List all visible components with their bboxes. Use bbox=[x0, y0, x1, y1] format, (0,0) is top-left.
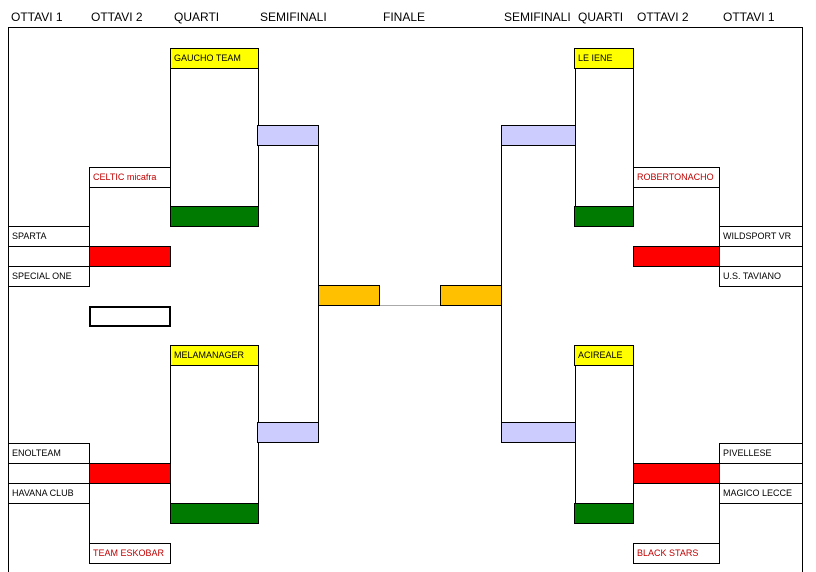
right-quarti-connector-4 bbox=[633, 365, 634, 504]
right-semifinal-slot-2[interactable] bbox=[501, 422, 576, 443]
right-ottavi1-spacer-1[interactable] bbox=[719, 246, 803, 267]
left-quarti-connector-2 bbox=[170, 365, 171, 504]
right-ottavi1-team-3[interactable]: PIVELLESE bbox=[719, 443, 803, 464]
right-semifinal-slot-1[interactable] bbox=[501, 125, 576, 146]
right-ottavi1-team-2[interactable]: U.S. TAVIANO bbox=[719, 266, 803, 287]
final-slot-right[interactable] bbox=[440, 285, 502, 306]
right-ottavi2-team-1[interactable]: ROBERTONACHO bbox=[633, 167, 720, 188]
left-semifinal-slot-1[interactable] bbox=[257, 125, 319, 146]
right-ottavi2-connector-1 bbox=[719, 187, 720, 247]
header-left-ottavi1: OTTAVI 1 bbox=[11, 10, 63, 24]
right-quarti-team-1[interactable]: LE IENE bbox=[574, 48, 634, 69]
left-semifinal-connector bbox=[318, 145, 319, 423]
bracket-frame bbox=[8, 27, 803, 572]
left-ottavi1-team-3[interactable]: ENOLTEAM bbox=[8, 443, 90, 464]
right-ottavi2-winner-2[interactable] bbox=[633, 463, 720, 484]
left-quarti-winner-2[interactable] bbox=[170, 503, 259, 524]
header-right-semifinali: SEMIFINALI bbox=[504, 10, 571, 24]
right-ottavi2-winner-1[interactable] bbox=[633, 246, 720, 267]
right-quarti-team-2[interactable]: ACIREALE bbox=[574, 345, 634, 366]
final-slot-left[interactable] bbox=[318, 285, 380, 306]
right-quarti-winner-2[interactable] bbox=[574, 503, 634, 524]
final-connector-line bbox=[380, 305, 440, 306]
header-right-ottavi2: OTTAVI 2 bbox=[637, 10, 689, 24]
left-ottavi1-spacer-1[interactable] bbox=[8, 246, 90, 267]
left-ottavi1-team-2[interactable]: SPECIAL ONE bbox=[8, 266, 90, 287]
left-ottavi1-team-1[interactable]: SPARTA bbox=[8, 226, 90, 247]
left-quarti-team-1[interactable]: GAUCHO TEAM bbox=[170, 48, 259, 69]
right-quarti-connector-2 bbox=[575, 365, 576, 504]
left-quarti-winner-1[interactable] bbox=[170, 206, 259, 227]
right-quarti-winner-1[interactable] bbox=[574, 206, 634, 227]
left-ottavi2-team-2[interactable]: TEAM ESKOBAR bbox=[89, 543, 171, 564]
left-ottavi2-connector-1 bbox=[89, 187, 90, 247]
header-finale: FINALE bbox=[383, 10, 426, 24]
right-semifinal-connector bbox=[501, 145, 502, 423]
header-left-ottavi2: OTTAVI 2 bbox=[91, 10, 143, 24]
left-ottavi2-winner-2[interactable] bbox=[89, 463, 171, 484]
right-ottavi1-spacer-2[interactable] bbox=[719, 463, 803, 484]
left-ottavi2-connector-2 bbox=[89, 483, 90, 544]
right-ottavi1-team-4[interactable]: MAGICO LECCE bbox=[719, 483, 803, 504]
right-quarti-connector-3 bbox=[633, 68, 634, 207]
header-left-semifinali: SEMIFINALI bbox=[260, 10, 327, 24]
left-ottavi2-team-1[interactable]: CELTIC micafra bbox=[89, 167, 171, 188]
left-ottavi1-spacer-2[interactable] bbox=[8, 463, 90, 484]
header-right-ottavi1: OTTAVI 1 bbox=[723, 10, 775, 24]
left-ottavi1-team-4[interactable]: HAVANA CLUB bbox=[8, 483, 90, 504]
left-quarti-connector-1 bbox=[170, 68, 171, 207]
header-left-quarti: QUARTI bbox=[174, 10, 220, 24]
header-right-quarti: QUARTI bbox=[578, 10, 624, 24]
right-ottavi2-connector-2 bbox=[719, 483, 720, 544]
left-semifinal-slot-2[interactable] bbox=[257, 422, 319, 443]
left-ottavi2-winner-1[interactable] bbox=[89, 246, 171, 267]
right-ottavi1-team-1[interactable]: WILDSPORT VR bbox=[719, 226, 803, 247]
left-ottavi2-selected-cell[interactable] bbox=[89, 306, 171, 327]
right-ottavi2-team-2[interactable]: BLACK STARS bbox=[633, 543, 720, 564]
left-quarti-team-2[interactable]: MELAMANAGER bbox=[170, 345, 259, 366]
right-quarti-connector-1 bbox=[575, 68, 576, 207]
